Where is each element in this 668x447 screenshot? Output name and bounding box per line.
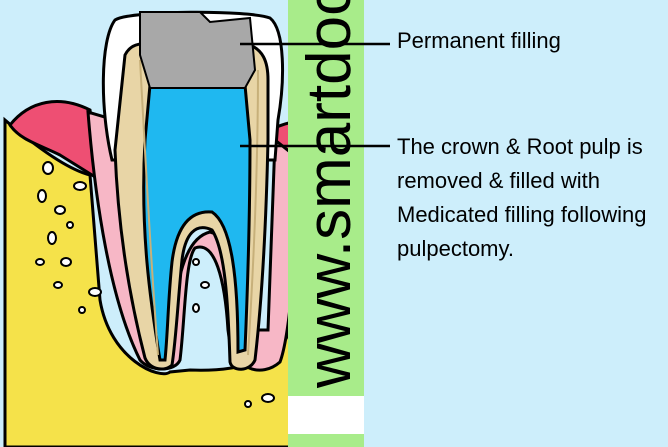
label-pulp-description: The crown & Root pulp is removed & fille… — [397, 130, 662, 266]
label-permanent-filling: Permanent filling — [397, 28, 561, 54]
watermark-text: www.smartdoc — [295, 0, 364, 389]
permanent-filling — [140, 12, 255, 88]
watermark-band-gap — [288, 396, 364, 434]
